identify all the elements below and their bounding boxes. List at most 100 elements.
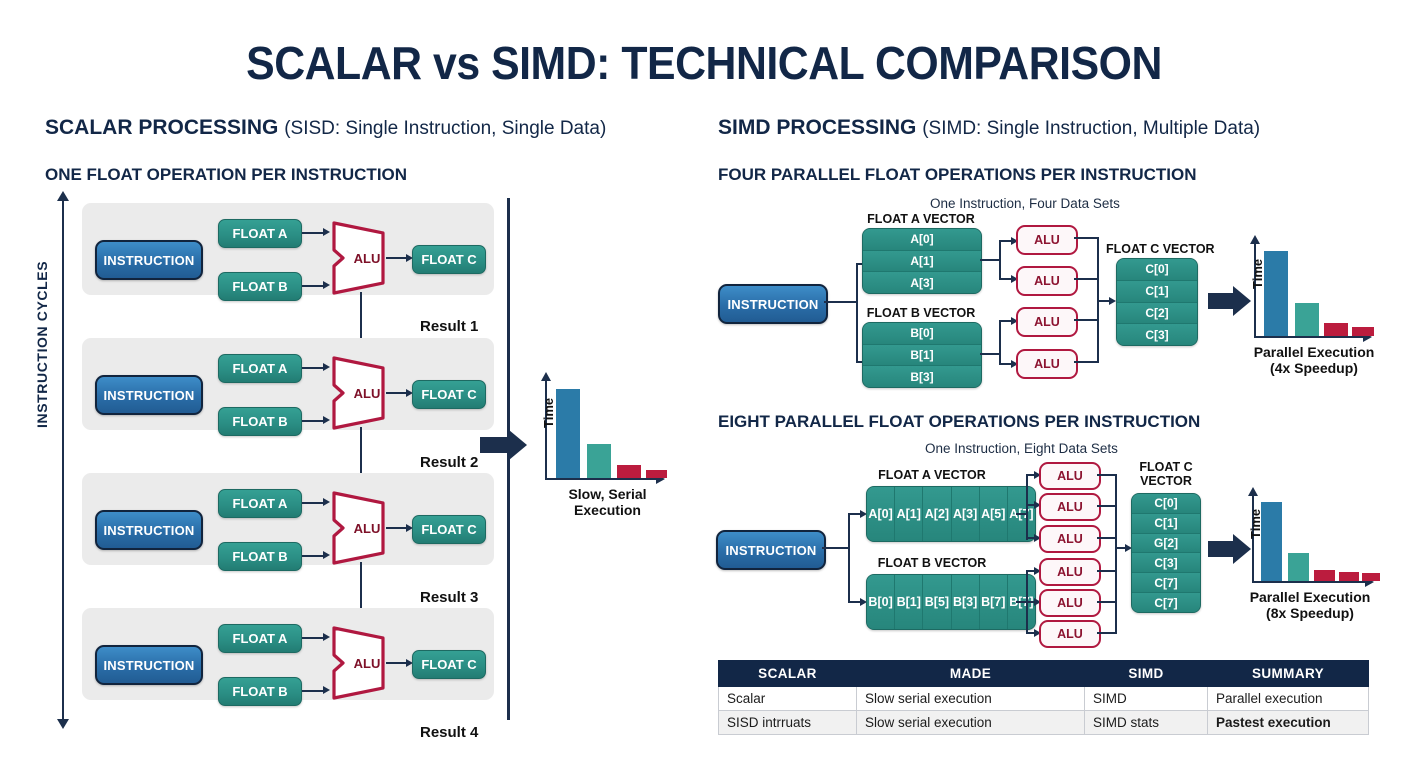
connector [980,259,1000,261]
connector [302,689,324,692]
connector [824,301,858,303]
instruction-cycles-axis [57,191,69,729]
scalar-float-c-2[interactable]: FLOAT C [412,380,486,409]
simd-eight-vector-b[interactable]: B[0] B[1] B[5] B[3] B[7] B[7] [866,574,1036,630]
scalar-float-a-1[interactable]: FLOAT A [218,219,302,248]
result-label-3: Result 3 [420,589,479,606]
table-cell: SISD intrruats [718,710,857,735]
simd-eight-vec-b-title: FLOAT B VECTOR [877,556,987,570]
connector [1026,537,1036,539]
arrow-icon [1034,628,1041,637]
connector [1026,474,1036,476]
arrow-icon [1034,533,1041,542]
simd-four-vector-c[interactable]: C[0] C[1] C[2] C[3] [1116,258,1198,346]
arrow-icon [1034,500,1041,509]
simd-four-vector-b[interactable]: B[0] B[1] B[3] [862,322,982,388]
scalar-alu-1[interactable]: ALU [331,219,393,297]
scalar-alu-2[interactable]: ALU [331,354,393,432]
simd-four-alu-4[interactable]: ALU [1016,349,1078,379]
scalar-alu-4[interactable]: ALU [331,624,393,702]
connector [999,320,1013,322]
simd-four-vector-a[interactable]: A[0] A[1] A[3] [862,228,982,294]
arrow-icon [323,228,330,236]
scalar-execution-chart: Time Slow, Serial Execution [541,372,667,518]
chart-bar [1264,251,1288,336]
scalar-float-b-1[interactable]: FLOAT B [218,272,302,301]
scalar-float-b-3[interactable]: FLOAT B [218,542,302,571]
vector-cell: B[5] [923,575,952,629]
simd-four-alu-2[interactable]: ALU [1016,266,1078,296]
chart-bar [617,465,641,478]
connector [386,257,408,259]
scalar-float-a-3[interactable]: FLOAT A [218,489,302,518]
scalar-instruction-box-1[interactable]: INSTRUCTION [95,240,203,280]
simd-eight-alu-3[interactable]: ALU [1039,525,1101,553]
chart-caption: Parallel Execution (8x Speedup) [1204,589,1408,621]
scalar-instruction-box-4[interactable]: INSTRUCTION [95,645,203,685]
arrow-icon [1034,470,1041,479]
connector [1097,474,1117,476]
simd-four-vec-c-title: FLOAT C VECTOR [1106,242,1215,256]
connector [999,320,1001,365]
arrow-icon [323,686,330,694]
connector [999,240,1013,242]
vector-cell: B[3] [863,366,981,387]
simd-four-subheading: FOUR PARALLEL FLOAT OPERATIONS PER INSTR… [718,165,1197,184]
alu-label: ALU [353,250,381,266]
scalar-instruction-box-2[interactable]: INSTRUCTION [95,375,203,415]
connector [1074,361,1098,363]
scalar-float-c-3[interactable]: FLOAT C [412,515,486,544]
simd-eight-alu-4[interactable]: ALU [1039,558,1101,586]
arrow-icon [1125,543,1132,552]
simd-four-alu-1[interactable]: ALU [1016,225,1078,255]
connector [302,366,324,369]
chart-y-axis [541,372,551,480]
vec-c-title-line2: VECTOR [1140,474,1192,489]
simd-eight-alu-6[interactable]: ALU [1039,620,1101,648]
connector [1074,237,1098,239]
connector [1026,570,1036,572]
vector-cell: C[3] [1132,553,1200,574]
simd-four-instruction-box[interactable]: INSTRUCTION [718,284,828,324]
chart-y-label: Time [1250,258,1265,289]
chart-bar [1288,553,1309,581]
chart-bar [1324,323,1348,336]
chart-bar [587,444,611,478]
scalar-alu-3[interactable]: ALU [331,489,393,567]
simd-eight-instruction-box[interactable]: INSTRUCTION [716,530,826,570]
arrow-icon [406,253,413,262]
simd-four-speedup-chart: Time Parallel Execution (4x Speedup) [1250,235,1374,376]
simd-eight-vector-a[interactable]: A[0] A[1] A[2] A[3] A[5] A[7] [866,486,1036,542]
simd-four-alu-3[interactable]: ALU [1016,307,1078,337]
table-header-simd: SIMD [1084,660,1208,687]
scalar-instruction-box-3[interactable]: INSTRUCTION [95,510,203,550]
scalar-float-a-4[interactable]: FLOAT A [218,624,302,653]
simd-eight-alu-2[interactable]: ALU [1039,493,1101,521]
instruction-cycles-label: INSTRUCTION CYCLES [34,260,50,428]
scalar-float-c-4[interactable]: FLOAT C [412,650,486,679]
scalar-float-b-2[interactable]: FLOAT B [218,407,302,436]
connector [856,263,858,363]
chart-bar [1362,573,1380,581]
table-cell: Scalar [718,686,857,711]
simd-heading-sub: (SIMD: Single Instruction, Multiple Data… [922,118,1261,139]
connector [1026,632,1036,634]
scalar-section-heading: SCALAR PROCESSING (SISD: Single Instruct… [45,116,606,140]
table-cell: Pastest execution [1207,710,1369,735]
simd-eight-alu-5[interactable]: ALU [1039,589,1101,617]
arrow-icon [323,551,330,559]
arrow-icon [860,597,867,606]
connector [1074,319,1098,321]
scalar-float-a-2[interactable]: FLOAT A [218,354,302,383]
simd-four-flow-arrow [1208,286,1251,316]
scalar-float-b-4[interactable]: FLOAT B [218,677,302,706]
connector [386,662,408,664]
simd-eight-alu-1[interactable]: ALU [1039,462,1101,490]
table-cell: Slow serial execution [856,710,1085,735]
simd-eight-vector-c[interactable]: C[0] C[1] G[2] C[3] C[7] C[7] [1131,493,1201,613]
scalar-flow-arrow [480,430,527,460]
connector [302,554,324,557]
vector-cell: B[3] [951,575,980,629]
scalar-float-c-1[interactable]: FLOAT C [412,245,486,274]
vector-cell: B[1] [863,344,981,367]
